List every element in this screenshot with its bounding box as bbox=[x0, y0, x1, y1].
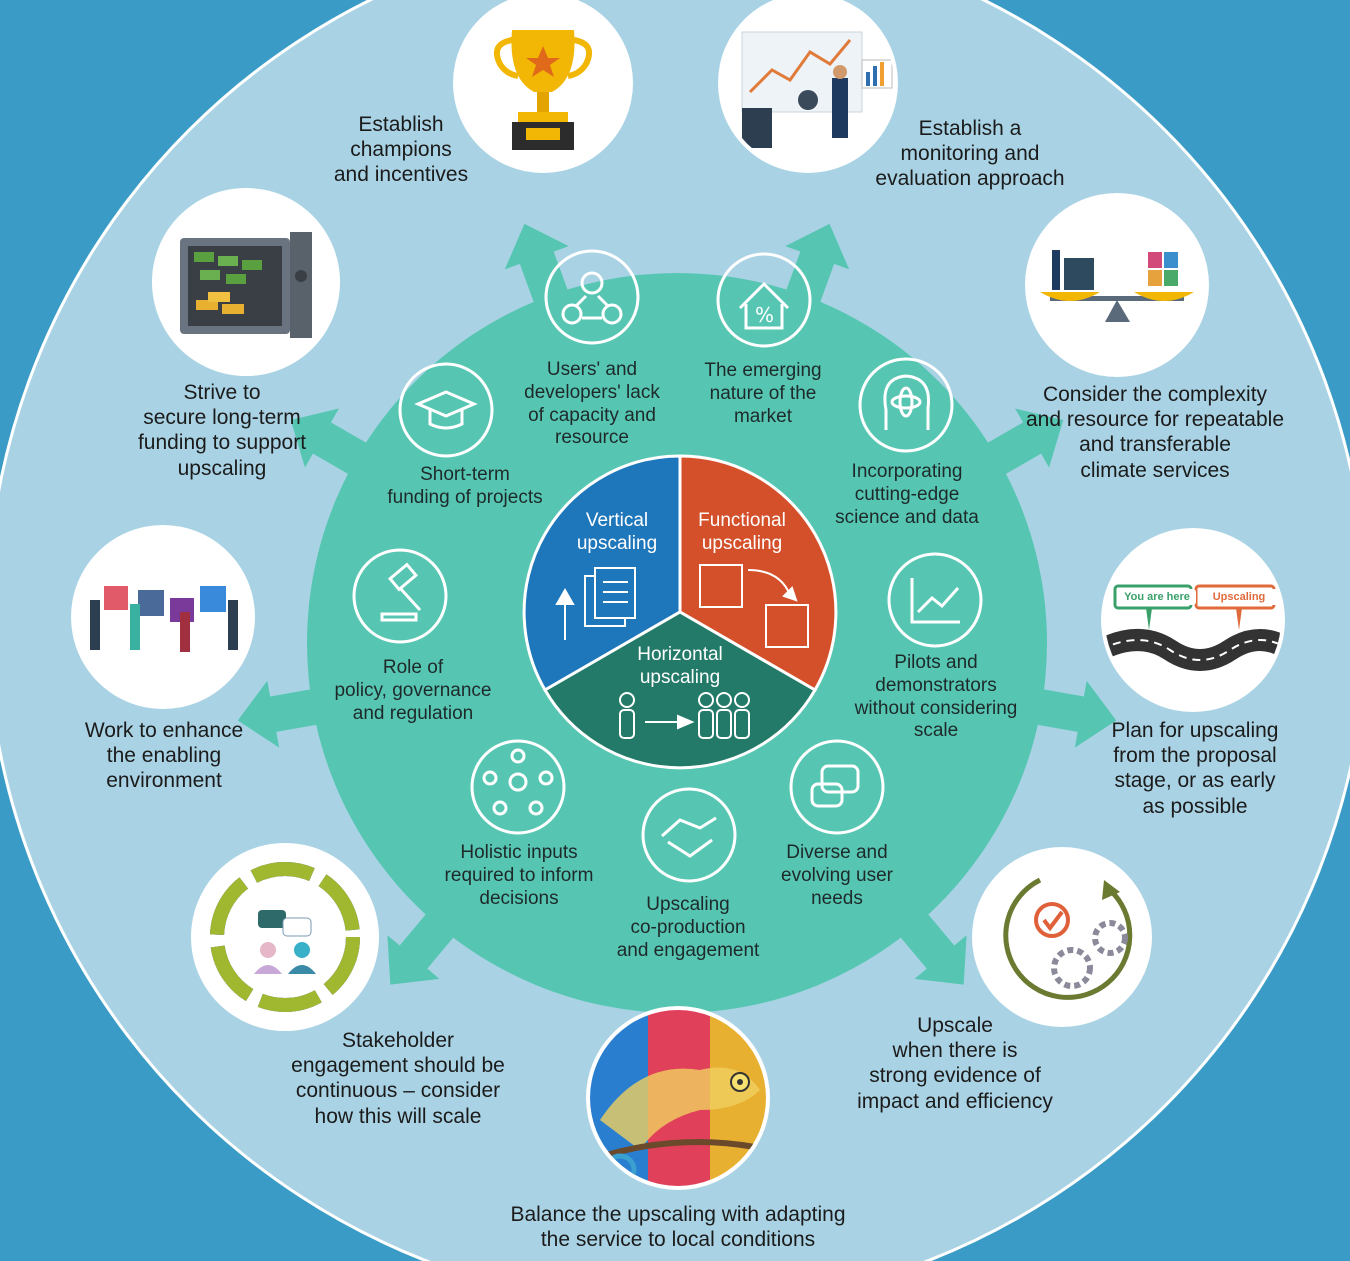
barrier-label: Short-term funding of projects bbox=[387, 464, 543, 508]
recommendation-label: Plan for upscaling from the proposal sta… bbox=[1111, 719, 1279, 818]
horizontal-label: Horizontal upscaling bbox=[637, 644, 723, 688]
rec-circle-puzzle-balance bbox=[1025, 193, 1209, 377]
recommendation-label: Strive to secure long-term funding to su… bbox=[137, 381, 307, 480]
documents-icon bbox=[555, 567, 636, 640]
rec-circle-puzzle-people bbox=[71, 525, 255, 709]
barrier-label: Upscaling co-production and engagement bbox=[616, 894, 760, 961]
puzzle-pieces-icon bbox=[699, 564, 809, 648]
functional-sector bbox=[678, 454, 838, 693]
recommendation-label: Establish a monitoring and evaluation ap… bbox=[875, 117, 1065, 191]
barrier-label: The emerging nature of the market bbox=[704, 360, 822, 427]
handshake-icon bbox=[641, 787, 737, 883]
person-hub-icon bbox=[470, 739, 566, 835]
recommendation-label: Balance the upscaling with adapting the … bbox=[510, 1203, 846, 1252]
rec-circle-gears bbox=[972, 847, 1152, 1027]
chat-bubbles-icon bbox=[789, 739, 885, 835]
house-percent-icon: % bbox=[716, 252, 812, 348]
you-are-here-pill: You are here bbox=[1118, 589, 1196, 605]
barrier-label: Users' and developers' lack of capacity … bbox=[524, 359, 660, 449]
barrier-label: Incorporating cutting-edge science and d… bbox=[835, 461, 979, 528]
head-atom-icon bbox=[858, 357, 954, 453]
recommendation-label: Work to enhance the enabling environment bbox=[84, 719, 244, 793]
people-network-icon bbox=[544, 249, 640, 345]
rec-circle-analytics bbox=[718, 0, 898, 173]
rec-circle-chameleon bbox=[586, 1006, 770, 1190]
svg-text:%: % bbox=[755, 303, 774, 327]
rec-circle-trophy bbox=[453, 0, 633, 173]
recommendation-label: Upscale when there is strong evidence of… bbox=[857, 1014, 1053, 1113]
horizontal-sector bbox=[542, 610, 818, 770]
growth-chart-icon bbox=[887, 552, 983, 648]
person-to-team-icon bbox=[619, 692, 750, 739]
recommendation-label: Consider the complexity and resource for… bbox=[1026, 383, 1284, 482]
barrier-label: Holistic inputs required to inform decis… bbox=[444, 842, 594, 909]
rec-circle-safe bbox=[152, 188, 340, 376]
barrier-label: Role of policy, governance and regulatio… bbox=[334, 657, 492, 724]
core-pie bbox=[522, 454, 838, 770]
vertical-label: Vertical upscaling bbox=[576, 510, 658, 554]
barrier-label: Diverse and evolving user needs bbox=[781, 842, 893, 909]
functional-label: Functional upscaling bbox=[698, 510, 786, 554]
barrier-label: Pilots and demonstrators without conside… bbox=[854, 652, 1018, 742]
rec-circle-cycle bbox=[191, 843, 379, 1031]
graduation-cap-icon bbox=[398, 362, 494, 458]
gavel-icon bbox=[352, 548, 448, 644]
upscaling-goal-pill: Upscaling bbox=[1199, 589, 1279, 605]
recommendation-label: Stakeholder engagement should be continu… bbox=[291, 1029, 505, 1128]
recommendation-label: Establish champions and incentives bbox=[333, 113, 469, 187]
